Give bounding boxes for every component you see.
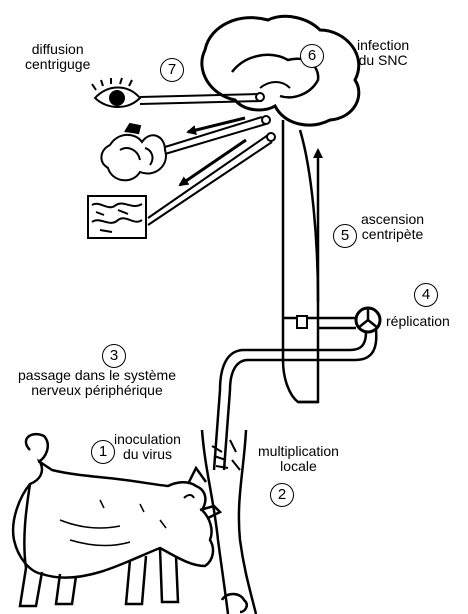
step-2-marker: 2	[270, 483, 294, 507]
tissue-box-icon	[88, 196, 146, 238]
ascension-label: ascension centripète	[361, 212, 424, 242]
step-5-marker: 5	[333, 224, 357, 248]
centrifugal-arrows	[180, 118, 246, 185]
brain-icon	[202, 16, 359, 125]
infection-label: infection du SNC	[357, 38, 409, 68]
step-3-marker: 3	[102, 344, 126, 368]
step-4-marker: 4	[414, 283, 438, 307]
step-1-marker: 1	[91, 440, 115, 464]
step-6-marker: 6	[300, 44, 324, 68]
step-7-marker: 7	[160, 58, 184, 82]
centrifugal-fibers	[140, 93, 275, 225]
passage-label: passage dans le système nerveux périphér…	[18, 368, 176, 398]
salivary-gland-icon	[101, 124, 166, 180]
inoculation-label: inoculation du virus	[114, 432, 181, 462]
replication-label: réplication	[386, 314, 450, 329]
diffusion-label: diffusion centriguge	[25, 42, 90, 72]
multiplication-label: multiplication locale	[258, 444, 339, 474]
eye-icon	[92, 78, 140, 107]
